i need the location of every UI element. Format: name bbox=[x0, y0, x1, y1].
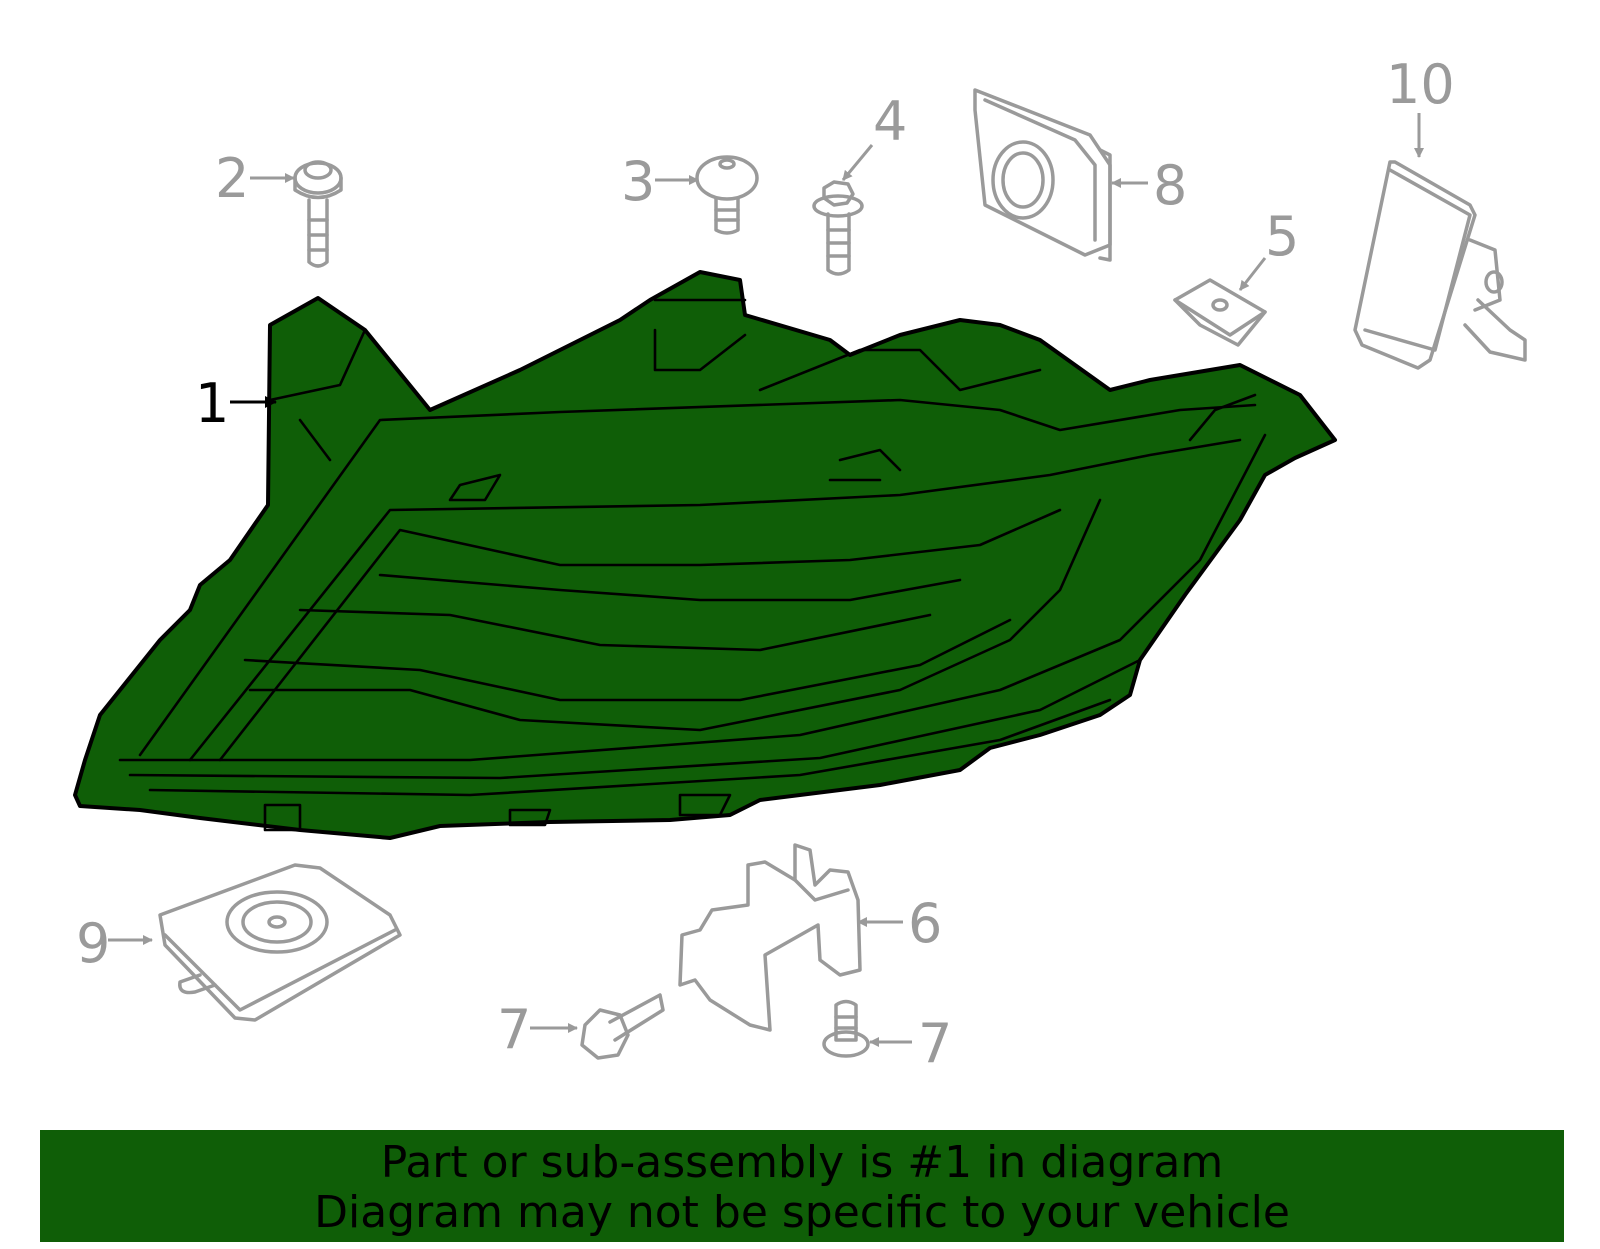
callout-2: 2 bbox=[215, 147, 249, 210]
bolt-part-2[interactable] bbox=[293, 160, 343, 268]
callout-1: 1 bbox=[195, 372, 229, 435]
screw-part-3[interactable] bbox=[695, 155, 759, 235]
hex-bolt-part-4[interactable] bbox=[812, 180, 864, 276]
banner-line-2: Diagram may not be specific to your vehi… bbox=[314, 1187, 1290, 1238]
callout-7-right: 7 bbox=[918, 1012, 952, 1075]
leader-arrow-4 bbox=[841, 144, 874, 181]
callout-9: 9 bbox=[76, 912, 110, 975]
leader-arrow-5 bbox=[1238, 257, 1267, 291]
callout-5: 5 bbox=[1265, 205, 1299, 268]
callout-7-left: 7 bbox=[497, 998, 531, 1061]
module-part-8[interactable] bbox=[973, 88, 1112, 262]
screw-part-7-left[interactable] bbox=[580, 993, 665, 1060]
screw-part-7-right[interactable] bbox=[822, 999, 870, 1058]
info-banner: Part or sub-assembly is #1 in diagram Di… bbox=[40, 1130, 1564, 1242]
callout-6: 6 bbox=[908, 892, 942, 955]
clip-nut-part-5[interactable] bbox=[1173, 278, 1267, 347]
module-part-9[interactable] bbox=[158, 863, 402, 1022]
callout-10: 10 bbox=[1386, 53, 1455, 116]
callout-8: 8 bbox=[1153, 154, 1187, 217]
callout-4: 4 bbox=[873, 90, 907, 153]
callout-3: 3 bbox=[621, 150, 655, 213]
headlamp-assembly-part-1[interactable] bbox=[73, 270, 1337, 840]
bracket-part-6[interactable] bbox=[678, 843, 862, 1032]
banner-line-1: Part or sub-assembly is #1 in diagram bbox=[380, 1137, 1224, 1188]
control-module-part-10[interactable] bbox=[1353, 160, 1527, 370]
